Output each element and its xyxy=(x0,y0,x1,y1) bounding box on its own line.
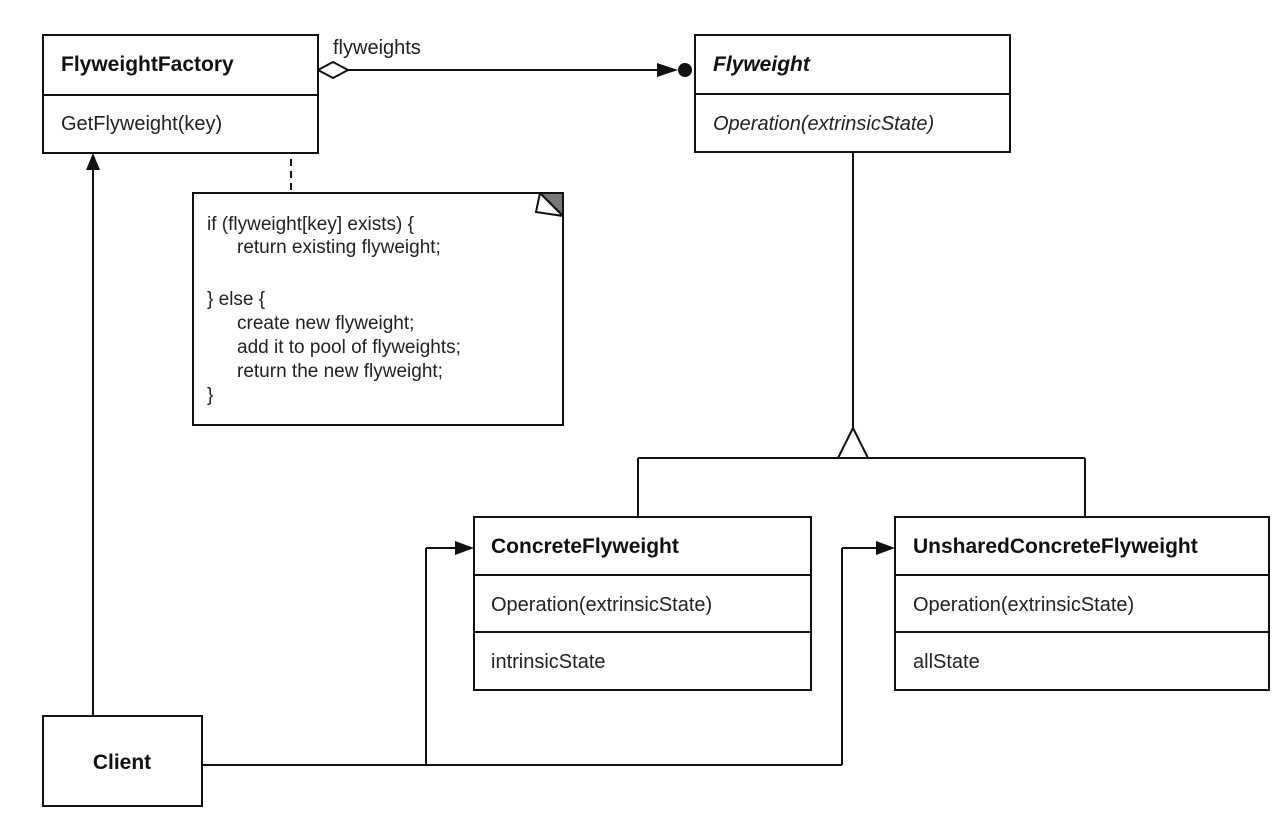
note-line: } else { xyxy=(207,289,266,310)
class-name: ConcreteFlyweight xyxy=(491,535,679,558)
class-operation: Operation(extrinsicState) xyxy=(913,594,1134,616)
aggregation-diamond xyxy=(315,60,351,80)
client-to-factory-association xyxy=(86,153,100,716)
client-to-flyweights-association xyxy=(202,541,895,766)
note-line: add it to pool of flyweights; xyxy=(237,337,461,358)
note-line: if (flyweight[key] exists) { xyxy=(207,214,415,235)
inheritance-triangle xyxy=(836,425,870,459)
class-name: Client xyxy=(93,751,151,774)
note-line: return existing flyweight; xyxy=(237,237,441,258)
class-name: FlyweightFactory xyxy=(61,53,234,76)
class-flyweight-factory: FlyweightFactory GetFlyweight(key) xyxy=(42,34,319,154)
arrowhead xyxy=(876,541,895,555)
note-dog-ear xyxy=(537,192,564,219)
class-client: Client xyxy=(42,715,203,807)
arrowhead xyxy=(657,63,678,77)
class-operation: Operation(extrinsicState) xyxy=(491,594,712,616)
arrowhead xyxy=(86,153,100,170)
class-concrete-flyweight: ConcreteFlyweight Operation(extrinsicSta… xyxy=(473,516,812,691)
multiplicity-dot xyxy=(678,63,692,77)
association-label-flyweights: flyweights xyxy=(333,37,421,59)
class-unshared-concrete-flyweight: UnsharedConcreteFlyweight Operation(extr… xyxy=(894,516,1270,691)
note-line: return the new flyweight; xyxy=(237,361,443,382)
class-name: Flyweight xyxy=(713,53,811,76)
class-flyweight: Flyweight Operation(extrinsicState) xyxy=(694,34,1011,153)
class-attribute: allState xyxy=(913,651,980,673)
class-attribute: intrinsicState xyxy=(491,651,606,673)
generalization-tree xyxy=(637,152,1086,517)
note-line: } xyxy=(207,385,213,406)
note-line: create new flyweight; xyxy=(237,313,414,334)
class-operation: Operation(extrinsicState) xyxy=(713,113,934,135)
aggregation-flyweights: flyweights xyxy=(315,37,692,80)
class-name: UnsharedConcreteFlyweight xyxy=(913,535,1198,558)
arrowhead xyxy=(455,541,474,555)
note: if (flyweight[key] exists) { return exis… xyxy=(192,192,564,426)
class-operation: GetFlyweight(key) xyxy=(61,113,222,135)
